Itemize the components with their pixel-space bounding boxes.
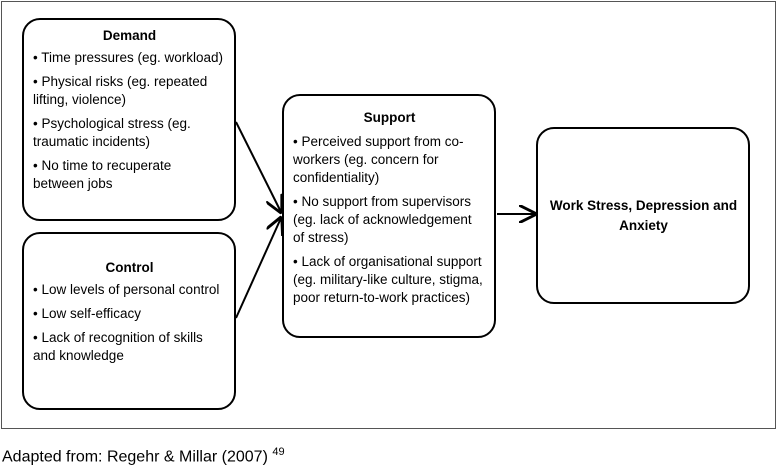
demand-item: No time to recuperate between jobs	[33, 157, 226, 193]
demand-item: Psychological stress (eg. traumatic inci…	[33, 115, 226, 151]
caption-reference: 49	[272, 446, 285, 458]
arrow-demand-to-support	[235, 121, 281, 212]
control-item: Low levels of personal control	[33, 281, 226, 299]
arrow-control-to-support	[235, 218, 281, 319]
control-item: Lack of recognition of skills and knowle…	[33, 329, 226, 365]
source-caption: Adapted from: Regehr & Millar (2007) 49	[2, 446, 285, 466]
support-item: Lack of organisational support (eg. mili…	[293, 253, 486, 307]
support-item: No support from supervisors (eg. lack of…	[293, 193, 486, 247]
diagram-frame	[1, 1, 776, 429]
demand-list: Time pressures (eg. workload) Physical r…	[33, 49, 226, 193]
support-list: Perceived support from co-workers (eg. c…	[293, 133, 486, 307]
caption-text: Adapted from: Regehr & Millar (2007)	[2, 448, 268, 466]
control-box: Control Low levels of personal control L…	[22, 232, 236, 410]
outcome-title: Work Stress, Depression and Anxiety	[549, 197, 738, 233]
control-list: Low levels of personal control Low self-…	[33, 281, 226, 365]
support-title: Support	[363, 110, 416, 125]
demand-box: Demand Time pressures (eg. workload) Phy…	[22, 18, 236, 221]
support-box: Support Perceived support from co-worker…	[282, 94, 496, 338]
demand-item: Time pressures (eg. workload)	[33, 49, 226, 67]
control-item: Low self-efficacy	[33, 305, 226, 323]
outcome-box: Work Stress, Depression and Anxiety	[536, 127, 750, 304]
control-title: Control	[105, 260, 154, 275]
demand-item: Physical risks (eg. repeated lifting, vi…	[33, 73, 226, 109]
support-item: Perceived support from co-workers (eg. c…	[293, 133, 486, 187]
demand-title: Demand	[102, 28, 157, 43]
